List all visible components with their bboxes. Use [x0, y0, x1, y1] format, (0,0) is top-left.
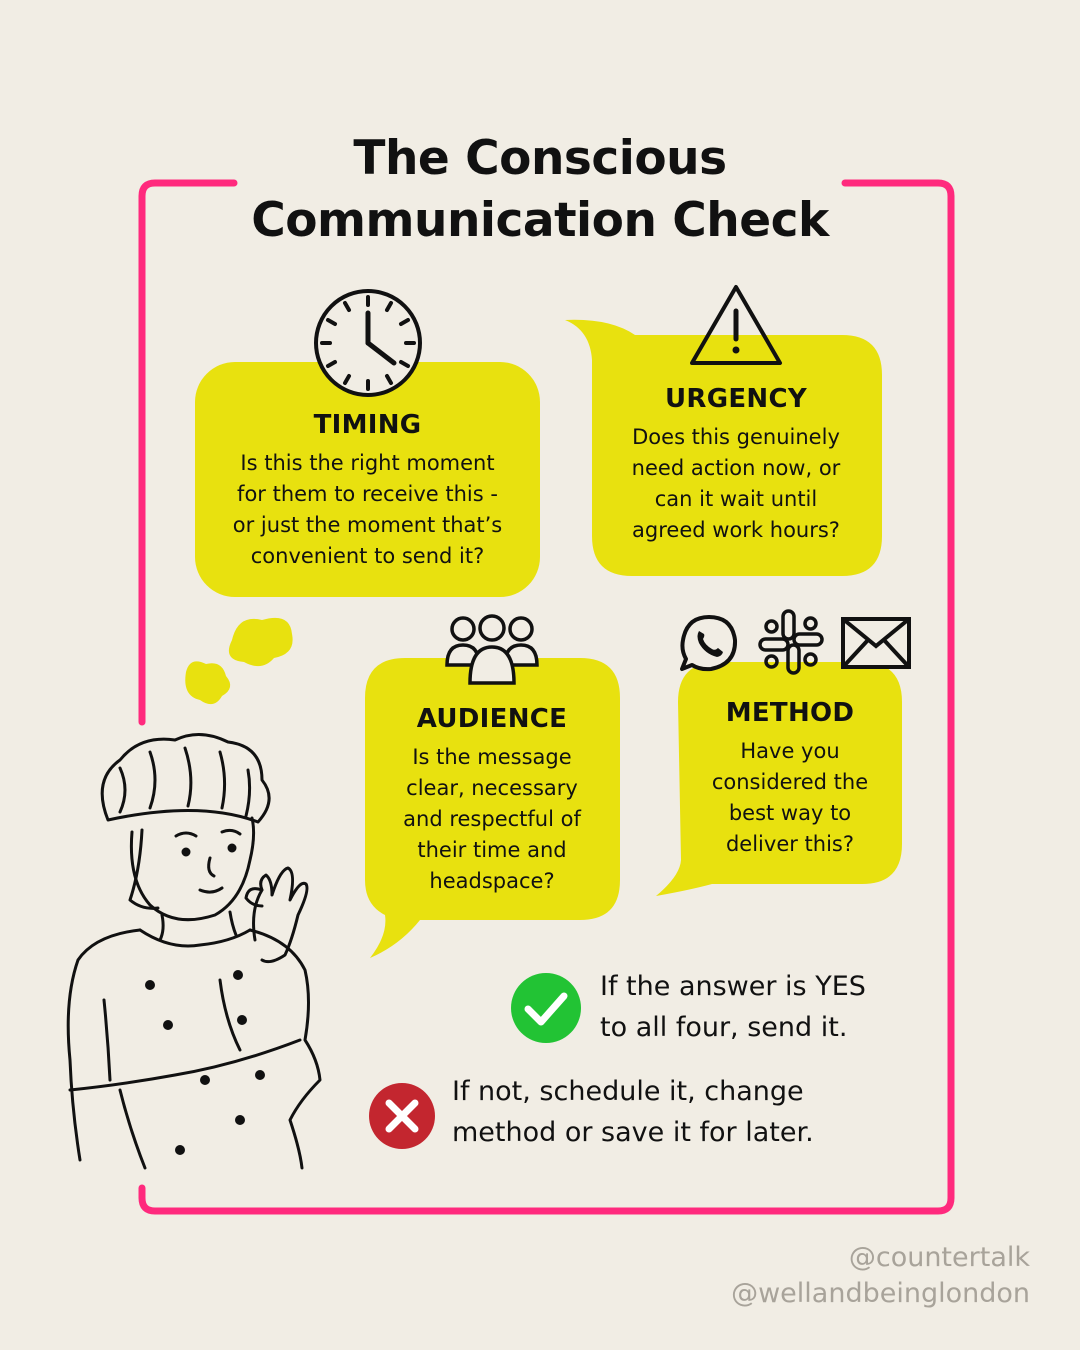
timing-line-3: or just the moment that’s: [232, 513, 503, 537]
method-heading: METHOD: [725, 698, 855, 728]
handle-wellandbeinglondon: @wellandbeinglondon: [731, 1278, 1030, 1309]
title-line-2: Communication Check: [251, 193, 829, 248]
urgency-line-3: can it wait until: [654, 487, 818, 511]
pink-frame: [138, 179, 238, 726]
method-line-2: considered the: [711, 770, 869, 794]
audience-bubble: [365, 658, 620, 958]
email-icon: [841, 617, 911, 669]
handle-countertalk: @countertalk: [848, 1242, 1030, 1273]
urgency-line-1: Does this genuinely: [632, 425, 840, 449]
audience-line-5: headspace?: [429, 869, 555, 893]
method-line-4: deliver this?: [725, 832, 855, 856]
audience-heading: AUDIENCE: [416, 704, 568, 734]
yes-line-1: If the answer is YES: [600, 971, 866, 1002]
people-group-icon: [445, 614, 539, 685]
timing-heading: TIMING: [313, 410, 422, 440]
method-bubble: [656, 662, 902, 896]
thought-puff-small: [185, 661, 231, 705]
urgency-heading: URGENCY: [664, 384, 807, 414]
whatsapp-icon: [680, 615, 738, 672]
method-line-3: best way to: [728, 801, 852, 825]
page-title: The Conscious Communication Check: [190, 128, 890, 252]
timing-line-4: convenient to send it?: [250, 544, 485, 568]
timing-line-2: for them to receive this -: [237, 482, 498, 506]
no-line-1: If not, schedule it, change: [452, 1076, 804, 1107]
audience-line-3: and respectful of: [403, 807, 581, 831]
yes-line-2: to all four, send it.: [600, 1012, 848, 1043]
title-line-1: The Conscious: [353, 131, 727, 186]
timing-line-1: Is this the right moment: [240, 451, 495, 475]
no-line-2: method or save it for later.: [452, 1117, 814, 1148]
audience-card: AUDIENCE Is the message clear, necessary…: [368, 704, 616, 897]
yes-verdict: If the answer is YES to all four, send i…: [600, 966, 866, 1048]
urgency-card: URGENCY Does this genuinely need action …: [592, 384, 880, 546]
no-verdict: If not, schedule it, change method or sa…: [452, 1071, 814, 1153]
urgency-line-2: need action now, or: [631, 456, 841, 480]
audience-line-4: their time and: [417, 838, 567, 862]
method-line-1: Have you: [740, 739, 840, 763]
timing-card: TIMING Is this the right moment for them…: [200, 410, 535, 572]
urgency-bubble: [565, 319, 882, 576]
clock-icon: [314, 289, 422, 397]
timing-bubble: [195, 362, 540, 597]
method-card: METHOD Have you considered the best way …: [680, 698, 900, 860]
footer-handles: @countertalk @wellandbeinglondon: [731, 1240, 1030, 1312]
slack-icon: [758, 609, 824, 675]
warning-icon: [690, 285, 782, 365]
chef-illustration: [66, 733, 322, 1170]
audience-line-1: Is the message: [412, 745, 572, 769]
urgency-line-4: agreed work hours?: [632, 518, 840, 542]
check-icon: [511, 973, 581, 1043]
pink-frame-right: [138, 179, 955, 1215]
cross-icon: [369, 1083, 435, 1149]
audience-line-2: clear, necessary: [406, 776, 578, 800]
thought-puff-large: [228, 617, 293, 667]
